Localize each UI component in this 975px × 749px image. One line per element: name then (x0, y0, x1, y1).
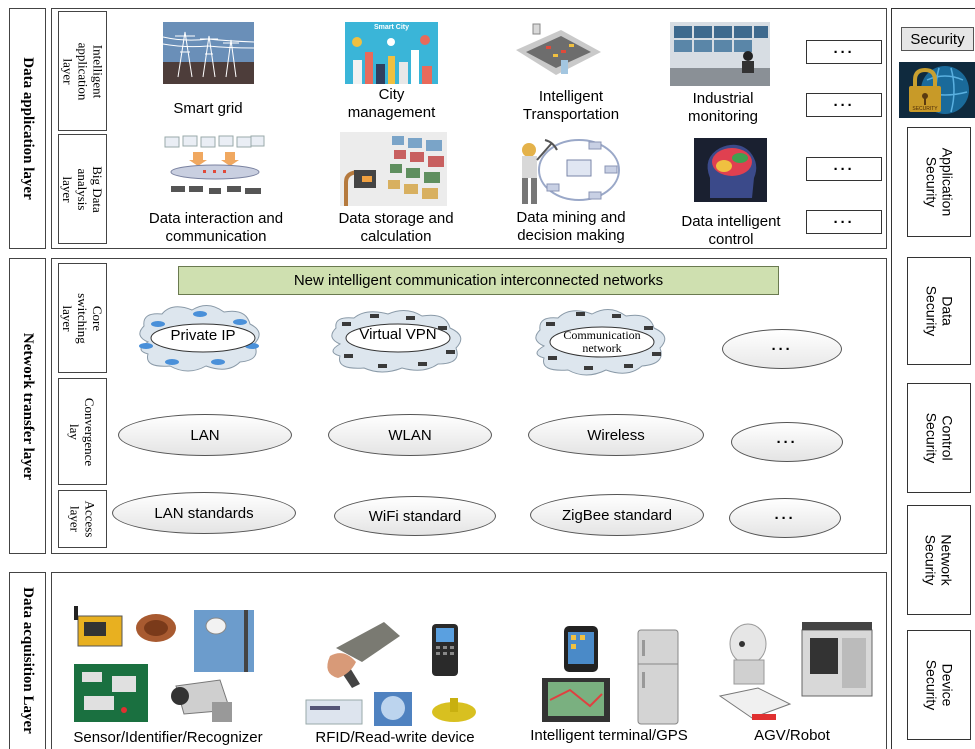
core-switching-sublayer-box (58, 263, 107, 373)
core-more-ellipse: ··· (722, 329, 842, 369)
device-security-box: Device Security (907, 630, 971, 740)
network-banner-text: New intelligent communication interconne… (293, 272, 664, 289)
virtual-vpn-cloud (331, 310, 462, 373)
security-header: Security (901, 27, 974, 51)
intelligent-terminal-label: Intelligent terminal/GPS (530, 727, 688, 744)
more-apps-row1-a: ··· (806, 40, 882, 64)
city-management-label: City management (347, 86, 436, 121)
storage-grid-icon (340, 132, 447, 206)
communication-network-cloud (535, 309, 666, 376)
network-banner: New intelligent communication interconne… (178, 266, 779, 295)
convergence-more-ellipse: ··· (731, 422, 843, 462)
network-security-label: Network Security (922, 534, 955, 586)
private-ip-cloud (139, 305, 260, 372)
core-more-text: ··· (771, 340, 793, 358)
security-lock-text: SECURITY (912, 106, 938, 112)
application-layer-label: Data application layer (20, 57, 36, 200)
more-apps-row2-b: ··· (806, 210, 882, 234)
smart-city-icon (345, 22, 438, 84)
wlan-ellipse: WLAN (328, 414, 492, 456)
data-intelligent-control-label: Data intelligent control (681, 213, 781, 248)
lan-label: LAN (190, 426, 220, 444)
security-column (891, 8, 975, 749)
lan-standards-label: LAN standards (154, 504, 254, 522)
convergence-sublayer-box (58, 378, 107, 485)
smart-city-caption: Smart City (373, 24, 409, 31)
virtual-vpn-label: Virtual VPN (359, 326, 437, 343)
data-exchange-icon (164, 135, 265, 194)
rfid-label: RFID/Read-write device (315, 729, 475, 746)
intelligent-transportation-image (511, 20, 603, 82)
intelligent-transportation-label: Intelligent Transportation (522, 88, 620, 123)
security-header-text: Security (910, 30, 965, 48)
wireless-label: Wireless (587, 426, 645, 444)
access-sublayer-label: Access layer (67, 500, 98, 538)
zigbee-standard-label: ZigBee standard (561, 506, 673, 524)
data-mining-image (507, 136, 624, 208)
zigbee-standard-ellipse: ZigBee standard (530, 494, 704, 536)
application-security-box: Application Security (907, 127, 971, 237)
mining-worker-icon (522, 139, 620, 204)
convergence-sublayer-label: Convergence lay (67, 397, 98, 466)
wifi-standard-label: WiFi standard (368, 507, 462, 525)
lan-ellipse: LAN (118, 414, 292, 456)
acquisition-layer-label-box (9, 572, 46, 749)
power-tower-icon (163, 22, 254, 84)
more-apps-row1-b: ··· (806, 93, 882, 117)
data-interaction-image (163, 134, 266, 204)
lan-standards-ellipse: LAN standards (112, 492, 296, 534)
data-storage-label: Data storage and calculation (338, 210, 454, 245)
security-lock-icon: SECURITY (899, 62, 975, 118)
industrial-monitoring-label: Industrial monitoring (687, 90, 759, 125)
data-security-box: Data Security (907, 257, 971, 365)
brain-icon (694, 138, 767, 202)
city-management-image: Smart City (345, 22, 438, 84)
traffic-icon (516, 23, 601, 75)
sensor-devices-image (74, 606, 254, 722)
intelligent-terminal-image (542, 626, 679, 725)
application-layer-label-box (9, 8, 46, 249)
network-layer-label: Network transfer layer (20, 332, 36, 480)
intelligent-app-sublayer-box (58, 11, 107, 131)
private-ip-label: Private IP (170, 327, 236, 344)
data-mining-label: Data mining and decision making (516, 209, 626, 244)
access-more-text: ··· (774, 509, 796, 527)
wlan-label: WLAN (388, 426, 432, 444)
smart-grid-label: Smart grid (173, 100, 243, 117)
data-storage-image (340, 132, 447, 206)
device-security-label: Device Security (922, 659, 955, 711)
data-interaction-label: Data interaction and communication (148, 210, 284, 245)
smart-grid-image (163, 22, 254, 84)
data-intelligent-control-image (694, 138, 767, 202)
agv-robot-label: AGV/Robot (754, 727, 830, 744)
convergence-more-text: ··· (776, 433, 798, 451)
network-security-box: Network Security (907, 505, 971, 615)
wireless-ellipse: Wireless (528, 414, 704, 456)
intelligent-app-sublayer-label: Intelligent application layer (60, 42, 106, 100)
access-more-ellipse: ··· (729, 498, 841, 538)
agv-robot-image (718, 622, 873, 720)
communication-network-label: Communication network (563, 328, 641, 355)
control-security-box: Control Security (907, 383, 971, 493)
access-sublayer-box (58, 490, 107, 548)
control-security-label: Control Security (922, 412, 955, 464)
sensor-label: Sensor/Identifier/Recognizer (73, 729, 263, 746)
acquisition-layer-label: Data acquisition Layer (20, 587, 37, 734)
big-data-sublayer-box (58, 134, 107, 244)
industrial-monitoring-image (670, 22, 770, 86)
data-security-label: Data Security (922, 285, 955, 337)
big-data-sublayer-label: Big Data analysis layer (60, 165, 105, 213)
rfid-devices-image (305, 622, 476, 726)
more-apps-row2-a: ··· (806, 157, 882, 181)
core-switching-sublayer-label: Core switching layer (60, 292, 106, 344)
application-security-label: Application Security (923, 147, 955, 217)
wifi-standard-ellipse: WiFi standard (334, 496, 496, 536)
control-room-icon (670, 22, 770, 86)
network-layer-label-box (9, 258, 46, 554)
